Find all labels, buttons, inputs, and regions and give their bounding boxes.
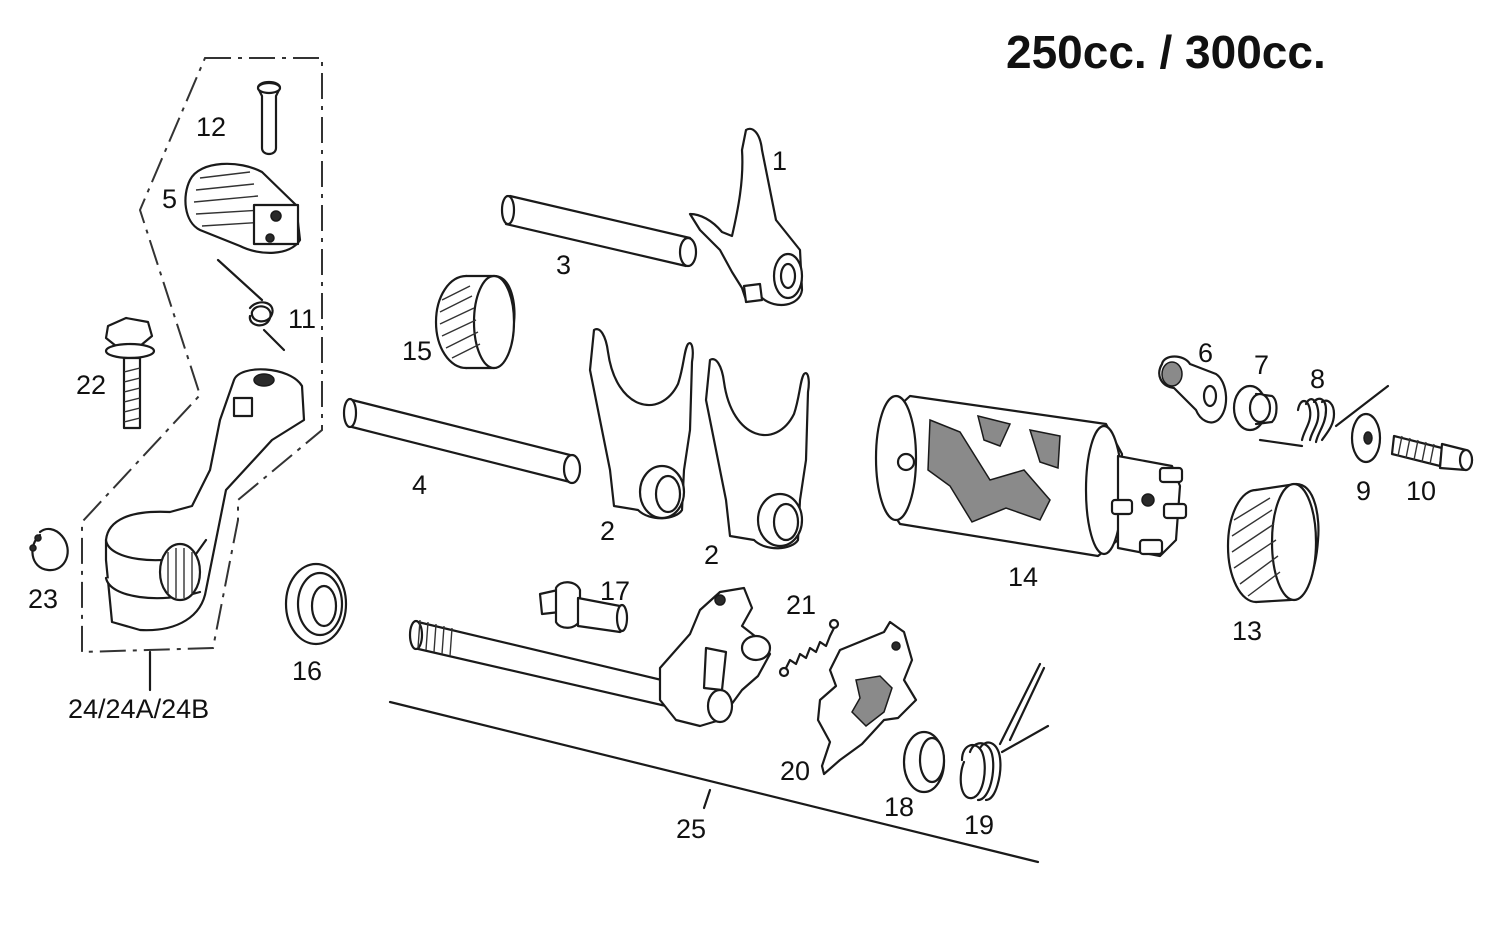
label-16: 16	[292, 656, 322, 686]
label-19: 19	[964, 810, 994, 840]
part-25-shift-shaft	[388, 586, 1040, 864]
part-23-circlip	[29, 527, 69, 572]
label-2a: 2	[600, 516, 615, 546]
label-12: 12	[196, 112, 226, 142]
label-23: 23	[28, 584, 58, 614]
label-1: 1	[772, 146, 787, 176]
part-12-pin	[256, 80, 282, 156]
label-4: 4	[412, 470, 427, 500]
part-17-pin-bolt	[538, 581, 629, 634]
part-6-plate	[1158, 355, 1228, 424]
group-24-boundary	[81, 57, 323, 692]
label-14: 14	[1008, 562, 1038, 592]
part-4-fork-shaft	[342, 397, 582, 485]
part-10-screw	[1390, 434, 1474, 472]
diagram-title: 250cc. / 300cc.	[1006, 26, 1326, 78]
label-17: 17	[600, 576, 630, 606]
label-11: 11	[288, 304, 316, 334]
part-11-spring	[216, 258, 286, 352]
label-25: 25	[676, 814, 706, 844]
part-18-washer	[902, 730, 946, 794]
part-8-spring	[1258, 384, 1390, 448]
label-18: 18	[884, 792, 914, 822]
label-2b: 2	[704, 540, 719, 570]
part-19-spring	[959, 662, 1050, 802]
label-8: 8	[1310, 364, 1325, 394]
label-6: 6	[1198, 338, 1213, 368]
callout-labels: 1 2 2 3 4 5 6 7 8 9 10 11 12 13 14 15 16…	[28, 112, 1436, 844]
part-20-ratchet-plate	[816, 620, 918, 776]
part-3-fork-shaft	[500, 194, 698, 268]
part-24-shift-lever	[104, 368, 306, 632]
part-16-seal	[284, 562, 348, 646]
part-13-needle-bearing	[1226, 482, 1320, 604]
part-21-spring	[778, 618, 840, 678]
part-14-shift-drum	[874, 394, 1188, 558]
label-3: 3	[556, 250, 571, 280]
part-22-bolt	[104, 316, 156, 430]
label-20: 20	[780, 756, 810, 786]
part-2-shift-fork-b	[704, 358, 810, 550]
label-10: 10	[1406, 476, 1436, 506]
label-24: 24/24A/24B	[68, 694, 209, 724]
part-1-shift-fork	[688, 127, 804, 307]
part-15-needle-bearing	[434, 274, 516, 370]
part-9-washer	[1350, 412, 1382, 464]
part-5-clevis	[184, 162, 302, 254]
label-5: 5	[162, 184, 177, 214]
label-21: 21	[786, 590, 816, 620]
part-7-bushing	[1232, 384, 1278, 432]
label-22: 22	[76, 370, 106, 400]
label-7: 7	[1254, 350, 1269, 380]
label-9: 9	[1356, 476, 1371, 506]
part-2-shift-fork-a	[588, 328, 694, 520]
label-15: 15	[402, 336, 432, 366]
label-13: 13	[1232, 616, 1262, 646]
